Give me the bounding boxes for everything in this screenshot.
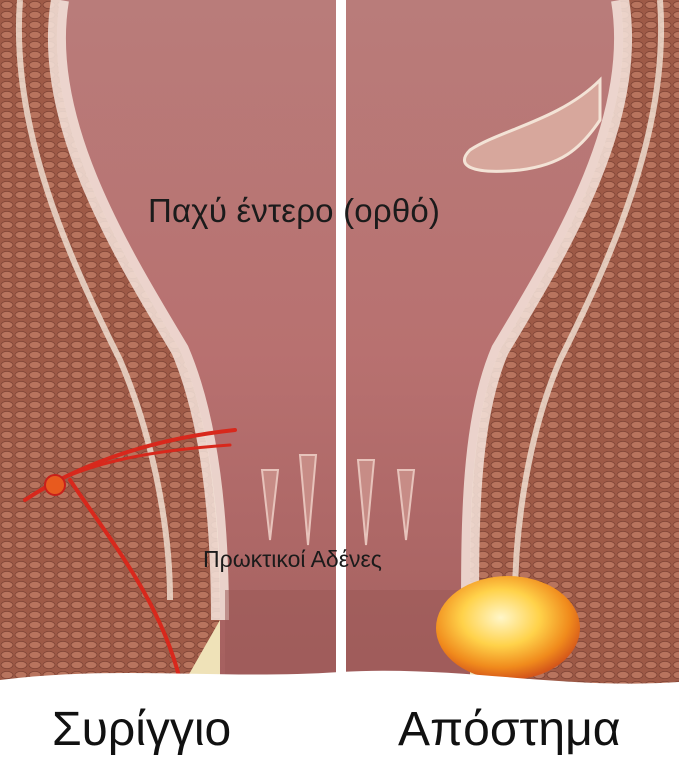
anal-canal [225,590,470,680]
abscess [436,576,580,680]
anal-glands-label: Πρωκτικοί Αδένες [203,546,382,573]
fistula-caption: Συρίγγιο [52,702,231,757]
divider-line [336,0,346,700]
abscess-caption: Απόστημα [398,702,621,757]
rectum-cross-section-illustration [0,0,679,700]
rectum-label: Παχύ έντερο (ορθό) [148,192,440,230]
